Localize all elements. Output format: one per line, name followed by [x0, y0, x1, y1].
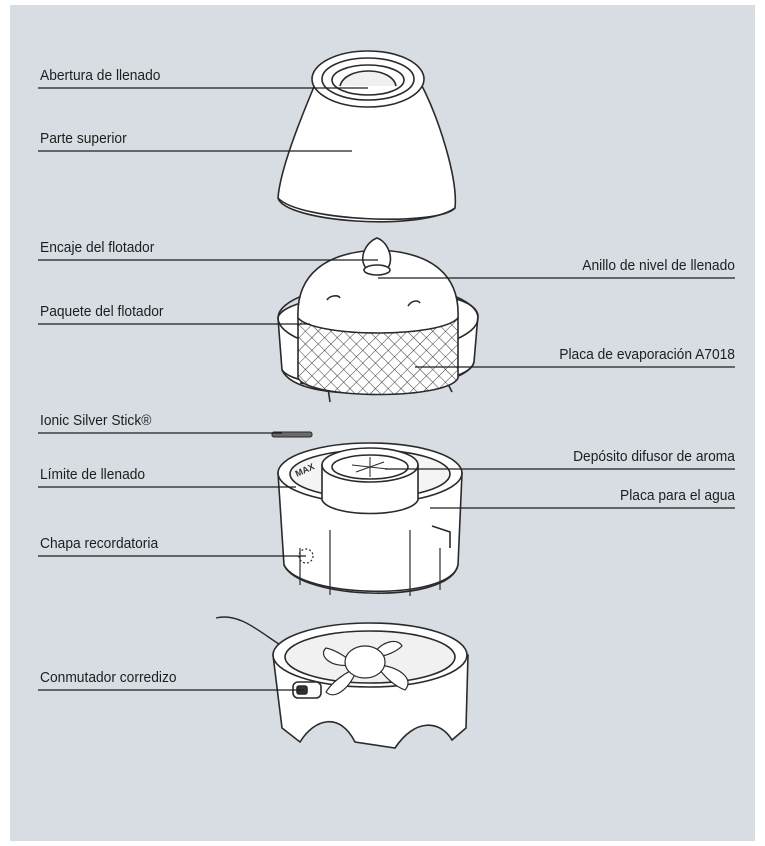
label-chapa-recordatoria: Chapa recordatoria	[40, 535, 159, 552]
label-limite-de-llenado: Límite de llenado	[40, 466, 146, 483]
switch-icon	[292, 681, 322, 699]
label-anillo-de-nivel: Anillo de nivel de llenado	[582, 257, 735, 274]
label-encaje-del-flotador: Encaje del flotador	[40, 239, 155, 256]
label-conmutador-corredizo: Conmutador corredizo	[40, 669, 177, 686]
label-paquete-del-flotador: Paquete del flotador	[40, 303, 164, 320]
float-pack	[277, 237, 479, 403]
label-placa-para-el-agua: Placa para el agua	[619, 487, 735, 504]
label-placa-de-evaporacion: Placa de evaporación A7018	[559, 346, 735, 363]
motor-base	[215, 616, 469, 749]
leader-lines	[38, 87, 735, 691]
water-tank	[277, 442, 463, 596]
label-ionic-silver-stick: Ionic Silver Stick®	[40, 412, 152, 429]
label-abertura-de-llenado: Abertura de llenado	[40, 67, 161, 84]
fan-icon	[322, 640, 409, 696]
top-cover	[277, 50, 457, 223]
label-parte-superior: Parte superior	[40, 130, 127, 147]
label-deposito-difusor: Depósito difusor de aroma	[573, 448, 735, 465]
